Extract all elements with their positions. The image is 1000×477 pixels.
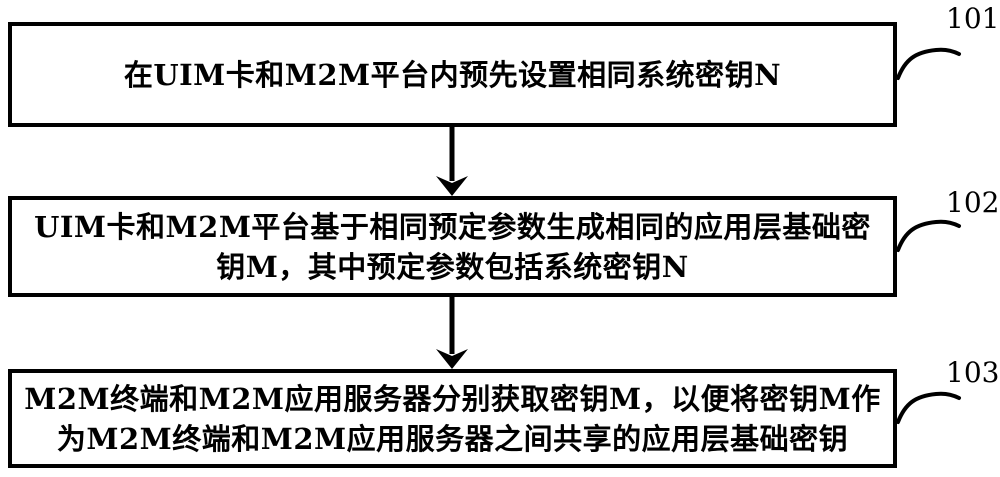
leader-line-103 <box>896 391 961 424</box>
flow-step-box-103: M2M终端和M2M应用服务器分别获取密钥M，以便将密钥M作 为M2M终端和M2M… <box>8 369 897 468</box>
leader-line-101 <box>896 47 961 80</box>
reference-numeral-101: 101 <box>946 2 1000 35</box>
step-103-text-line2: 为M2M终端和M2M应用服务器之间共享的应用层基础密钥 <box>56 421 849 456</box>
flow-step-box-102: UIM卡和M2M平台基于相同预定参数生成相同的应用层基础密 钥M，其中预定参数包… <box>8 196 897 297</box>
step-103-text-line1: M2M终端和M2M应用服务器分别获取密钥M，以便将密钥M作 <box>24 381 881 416</box>
reference-numeral-103: 103 <box>946 356 1000 389</box>
reference-numeral-102: 102 <box>946 186 1000 219</box>
step-101-text: 在UIM卡和M2M平台内预先设置相同系统密钥N <box>123 57 782 92</box>
step-102-text-line1: UIM卡和M2M平台基于相同预定参数生成相同的应用层基础密 <box>34 209 871 244</box>
flow-arrow-102-to-103 <box>436 296 468 369</box>
flow-step-box-101: 在UIM卡和M2M平台内预先设置相同系统密钥N <box>8 22 897 127</box>
step-102-text-line2: 钥M，其中预定参数包括系统密钥N <box>216 249 689 284</box>
flow-arrow-101-to-102 <box>436 126 468 196</box>
leader-line-102 <box>896 219 961 252</box>
